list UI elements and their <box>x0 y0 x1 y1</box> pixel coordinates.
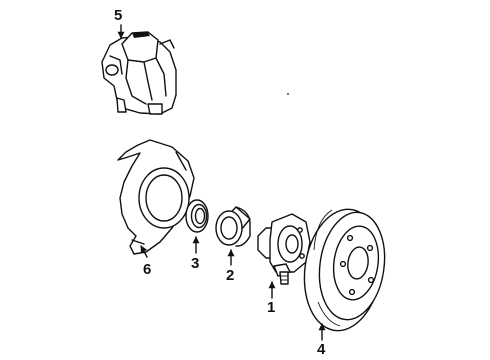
callout-2: 2 <box>226 267 235 284</box>
bearing-race-icon <box>215 206 251 247</box>
stray-dot <box>287 93 289 95</box>
callout-1: 1 <box>267 299 276 316</box>
hub-icon <box>257 213 311 285</box>
callout-5: 5 <box>114 7 123 24</box>
callout-4: 4 <box>317 341 326 358</box>
splash-shield-icon <box>117 139 195 255</box>
callout-3: 3 <box>191 255 200 272</box>
rotor-icon <box>303 208 386 332</box>
callout-6: 6 <box>143 261 152 278</box>
seal-icon <box>185 199 209 233</box>
caliper-icon <box>101 31 177 115</box>
